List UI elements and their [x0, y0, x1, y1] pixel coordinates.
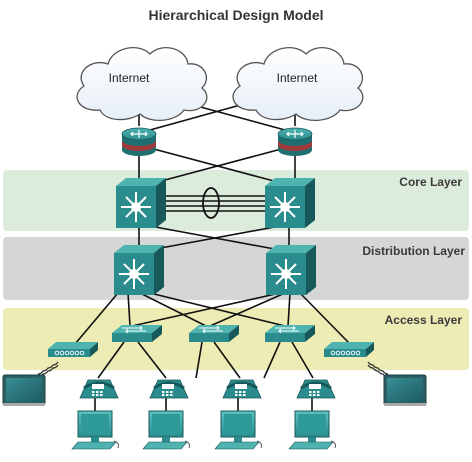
diagram-title: Hierarchical Design Model — [148, 7, 323, 23]
router-left — [121, 127, 157, 156]
access-switch-1 — [112, 325, 162, 342]
ip-phone-4 — [296, 379, 336, 399]
pc-1 — [71, 410, 119, 450]
ip-phone-1 — [79, 379, 119, 399]
router-arrows-icon — [286, 130, 304, 138]
pc-4 — [288, 410, 336, 450]
access-switch-3 — [265, 325, 315, 342]
keypad-icon — [309, 391, 320, 396]
access-point-ports-icon — [330, 350, 361, 356]
core-layer-label: Core Layer — [399, 175, 462, 189]
ip-phone-3 — [222, 379, 262, 399]
wireless-access-point-left — [48, 342, 98, 357]
cloud-icon — [232, 47, 364, 121]
wireless-access-point-right — [324, 342, 374, 357]
switch-arrows-icon — [199, 325, 223, 334]
multilayer-switch-icon — [121, 192, 151, 222]
cloud-label: Internet — [109, 71, 150, 85]
access-point-ports-icon — [54, 350, 85, 356]
distribution-switch-right — [266, 245, 316, 295]
pc-2 — [142, 410, 190, 450]
keypad-icon — [92, 391, 103, 396]
core-switch-left — [116, 178, 166, 228]
laptop-right — [383, 374, 427, 406]
ip-phone-2 — [149, 379, 189, 399]
internet-cloud-right: Internet — [232, 47, 364, 121]
keypad-icon — [235, 391, 246, 396]
switch-arrows-icon — [122, 325, 146, 334]
cloud-icon — [76, 47, 208, 121]
core-switch-right — [265, 178, 315, 228]
switch-arrows-icon — [275, 325, 299, 334]
router-right — [277, 127, 313, 156]
access-switch-2 — [189, 325, 239, 342]
multilayer-switch-icon — [270, 192, 300, 222]
distribution-switch-left — [114, 245, 164, 295]
pc-3 — [214, 410, 262, 450]
router-arrows-icon — [130, 130, 148, 138]
multilayer-switch-icon — [119, 259, 149, 289]
laptop-left — [2, 374, 46, 406]
access-layer-label: Access Layer — [385, 313, 463, 327]
keypad-icon — [162, 391, 173, 396]
multilayer-switch-icon — [271, 259, 301, 289]
internet-cloud-left: Internet — [76, 47, 208, 121]
distribution-layer-label: Distribution Layer — [362, 244, 465, 258]
cloud-label: Internet — [277, 71, 318, 85]
